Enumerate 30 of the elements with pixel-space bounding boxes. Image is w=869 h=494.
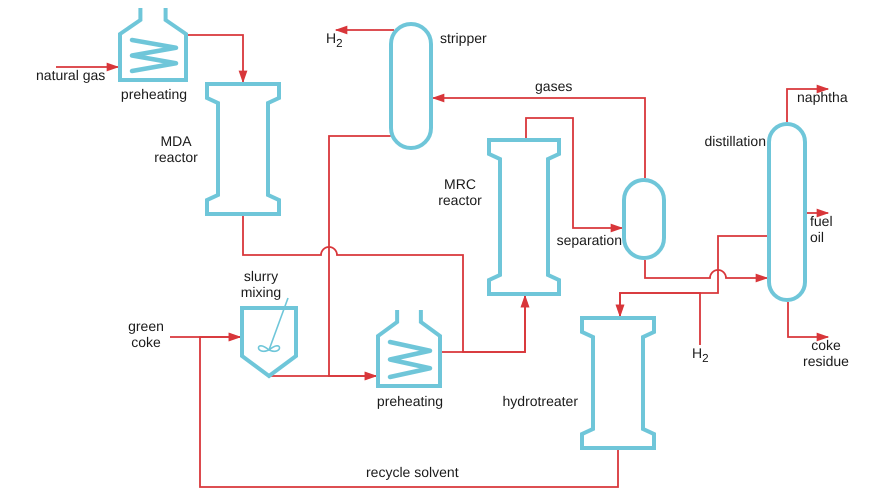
flow-arrow [56, 62, 120, 72]
flow-arrow [188, 34, 248, 84]
equipment-label: distillation [704, 133, 766, 149]
flow-arrow [786, 84, 830, 122]
equipment-label: stripper [440, 30, 488, 46]
equipment-label: slurry mixing [240, 268, 282, 300]
equipment-label: MDA reactor [153, 133, 199, 165]
edge-label: gases [535, 78, 572, 94]
stream-label: naphtha [797, 89, 849, 105]
flow-arrow [525, 117, 624, 232]
equipment-label: preheating [376, 393, 444, 409]
flow-arrow [644, 260, 768, 282]
flow-arrow [334, 26, 394, 34]
equipment-label: MRC reactor [437, 176, 483, 208]
flow-arrow [442, 294, 530, 353]
stream-label: H$_{2}$ [692, 345, 710, 367]
edge-label: recycle solvent [366, 464, 459, 480]
flow-arrow [432, 94, 646, 178]
flow-arrow [787, 302, 830, 342]
stream-label: coke residue [802, 337, 850, 369]
stream-label: green coke [127, 318, 165, 350]
stream-label: natural gas [36, 67, 106, 83]
stream-label: fuel oil [810, 213, 834, 245]
flow-arrow [616, 292, 701, 345]
flow-arrow [807, 208, 830, 218]
equipment-label: preheating [120, 86, 188, 102]
stream-label: H$_{2}$ [326, 30, 344, 52]
equipment-label: separation [556, 232, 622, 248]
equipment-label: hydrotreater [502, 393, 578, 409]
flow-arrow [199, 332, 619, 488]
